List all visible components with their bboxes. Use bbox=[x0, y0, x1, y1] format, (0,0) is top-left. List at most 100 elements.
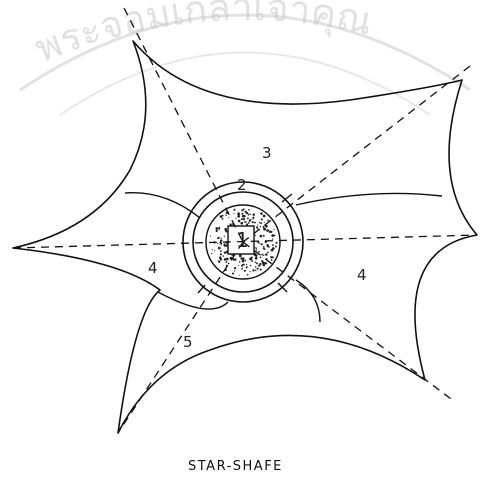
stipple-dot bbox=[233, 209, 235, 211]
boundary-left-upper bbox=[125, 193, 200, 218]
stipple-dot bbox=[265, 262, 267, 264]
stipple-dot bbox=[243, 218, 245, 220]
stipple-dot bbox=[226, 258, 229, 261]
stipple-dot bbox=[251, 257, 253, 259]
stipple-dot bbox=[256, 249, 257, 250]
stipple-dot bbox=[234, 267, 236, 269]
region-label-lower: 5 bbox=[183, 333, 193, 351]
boundary-right-lower bbox=[296, 280, 320, 322]
stipple-dot bbox=[217, 243, 218, 244]
stipple-dot bbox=[263, 246, 264, 247]
stipple-dot bbox=[246, 266, 248, 268]
stipple-dot bbox=[271, 259, 273, 261]
stipple-dot bbox=[255, 235, 256, 236]
stipple-dot bbox=[265, 225, 268, 228]
stipple-dot bbox=[255, 247, 256, 248]
stipple-dot bbox=[256, 254, 258, 256]
stipple-dot bbox=[257, 224, 258, 225]
stipple-dot bbox=[266, 229, 269, 232]
stipple-dot bbox=[258, 251, 260, 253]
diagram-caption: STAR-SHAFE bbox=[188, 459, 283, 474]
stipple-dot bbox=[239, 275, 240, 276]
stipple-dot bbox=[220, 253, 222, 255]
stipple-dot bbox=[220, 243, 222, 245]
stipple-dot bbox=[255, 257, 258, 260]
region-label-ring: 2 bbox=[237, 176, 247, 194]
stipple-dot bbox=[255, 266, 257, 268]
stipple-dot bbox=[215, 227, 218, 230]
stipple-dot bbox=[260, 212, 263, 215]
stipple-dot bbox=[218, 247, 221, 250]
stipple-dot bbox=[272, 256, 274, 258]
stipple-dot bbox=[222, 218, 224, 220]
stipple-dot bbox=[246, 264, 247, 265]
stipple-dot bbox=[276, 242, 278, 244]
stipple-dot bbox=[267, 220, 269, 222]
region-label-right: 4 bbox=[357, 266, 367, 284]
stipple-dot bbox=[263, 264, 265, 266]
stipple-dot bbox=[255, 253, 257, 255]
watermark-text: พระจอมเกล้าเจ้าคุณ bbox=[29, 0, 376, 71]
stipple-dot bbox=[259, 263, 261, 265]
stipple-dot bbox=[220, 215, 223, 218]
stipple-dot bbox=[246, 212, 248, 214]
stipple-dot bbox=[237, 215, 240, 218]
stipple-dot bbox=[267, 252, 269, 254]
stipple-dot bbox=[273, 229, 274, 230]
stipple-dot bbox=[249, 214, 251, 216]
stipple-dot bbox=[271, 234, 274, 237]
stipple-dot bbox=[261, 218, 263, 220]
stipple-dot bbox=[252, 218, 254, 220]
stipple-dot bbox=[214, 250, 215, 251]
stipple-dot bbox=[237, 212, 240, 215]
stipple-dot bbox=[256, 226, 258, 228]
stipple-dot bbox=[256, 262, 258, 264]
stipple-dot bbox=[261, 243, 263, 245]
stipple-dot bbox=[217, 238, 218, 239]
core-label-box: 1 bbox=[228, 226, 254, 254]
stipple-dot bbox=[216, 230, 218, 232]
stipple-dot bbox=[233, 213, 234, 214]
stipple-dot bbox=[260, 257, 262, 259]
stipple-dot bbox=[218, 228, 220, 230]
stipple-dot bbox=[257, 268, 259, 270]
stipple-dot bbox=[222, 255, 224, 257]
stipple-dot bbox=[245, 260, 247, 262]
stipple-dot bbox=[255, 270, 257, 272]
stipple-dot bbox=[260, 222, 262, 224]
stipple-dot bbox=[246, 223, 248, 225]
stipple-dot bbox=[211, 253, 212, 254]
stipple-dot bbox=[260, 268, 262, 270]
stipple-dot bbox=[240, 222, 243, 225]
stipple-dot bbox=[225, 214, 226, 215]
stipple-dot bbox=[263, 215, 266, 218]
stipple-dot bbox=[264, 222, 265, 223]
stipple-dot bbox=[224, 252, 226, 254]
stipple-dot bbox=[248, 209, 250, 211]
stipple-dot bbox=[260, 235, 263, 238]
stipple-dot bbox=[238, 265, 239, 266]
stipple-dot bbox=[248, 222, 250, 224]
stipple-dot bbox=[242, 264, 243, 265]
boundary-lower bbox=[158, 292, 228, 309]
stipple-dot bbox=[268, 246, 270, 248]
stipple-dot bbox=[252, 221, 254, 223]
seal-inner-arc bbox=[60, 53, 430, 116]
stipple-dot bbox=[244, 270, 246, 272]
boundary-right-upper bbox=[296, 193, 442, 205]
stipple-dot bbox=[255, 261, 256, 262]
region-label-left: 4 bbox=[148, 259, 158, 277]
stipple-dot bbox=[238, 220, 241, 223]
stipple-dot bbox=[228, 217, 229, 218]
dashed-axis-upper-right bbox=[243, 66, 470, 242]
stipple-dot bbox=[273, 244, 274, 245]
region-label-upper: 3 bbox=[262, 144, 272, 162]
stipple-dot bbox=[244, 221, 246, 223]
stipple-dot bbox=[253, 213, 256, 216]
stipple-dot bbox=[247, 218, 249, 220]
stipple-dot bbox=[224, 236, 225, 237]
stipple-dot bbox=[241, 268, 243, 270]
stipple-dot bbox=[261, 260, 263, 262]
stipple-dot bbox=[259, 222, 261, 224]
